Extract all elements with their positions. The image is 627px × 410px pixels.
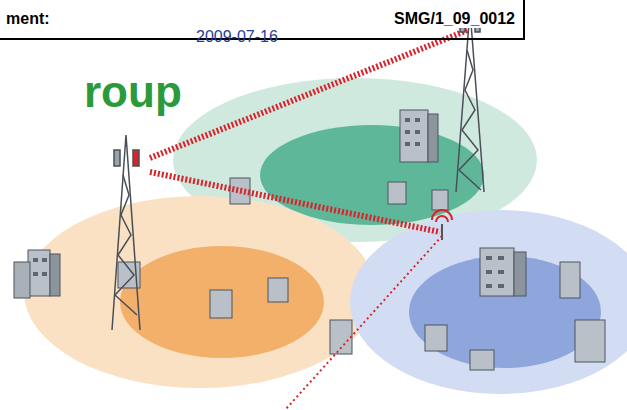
building-windows <box>33 118 504 288</box>
date-label: 2009-07-16 <box>196 28 278 46</box>
coverage-core <box>260 125 484 225</box>
title-fragment: roup <box>84 68 182 116</box>
base-station-tower <box>456 10 484 192</box>
coverage-area <box>350 210 627 394</box>
document-number: SMG/1_09_0012 <box>392 10 517 28</box>
base-station-tower <box>112 135 140 330</box>
radio-links <box>150 30 468 410</box>
coverage-area <box>24 196 376 388</box>
buildings <box>14 110 605 370</box>
field-label: ment: <box>6 10 50 28</box>
coverage-core <box>120 246 324 358</box>
antenna-signal <box>432 210 452 240</box>
